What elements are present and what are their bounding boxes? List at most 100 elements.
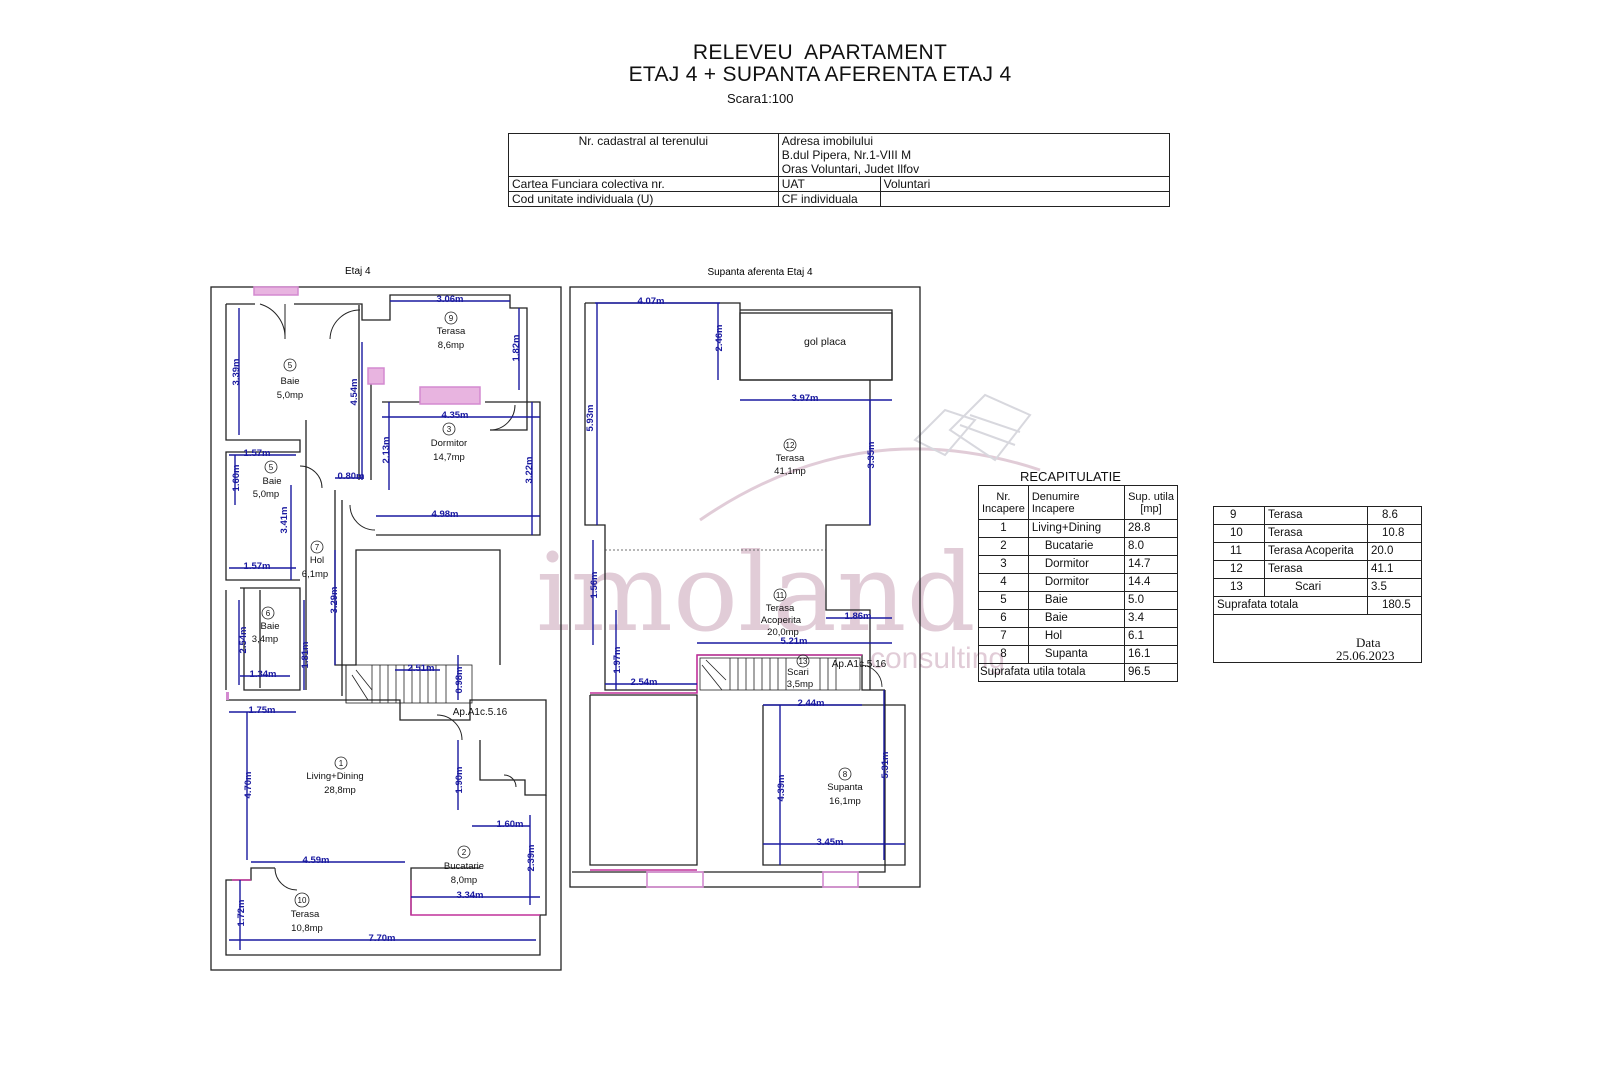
imoland-watermark: imoland consulting xyxy=(536,393,1041,675)
plan-right-dimension-lines xyxy=(592,302,905,865)
svg-text:Dormitor: Dormitor xyxy=(431,438,467,449)
svg-text:1.60m: 1.60m xyxy=(231,465,242,492)
address-line-1: B.dul Pipera, Nr.1-VIII M xyxy=(781,148,912,162)
svg-text:5,0mp: 5,0mp xyxy=(253,489,279,500)
room-label-2: 2 Bucatarie 8,0mp xyxy=(444,845,484,886)
drawing-title: RELEVEU APARTAMENT ETAJ 4 + SUPANTA AFER… xyxy=(540,42,1100,86)
svg-text:5.21m: 5.21m xyxy=(781,636,808,647)
svg-text:Terasa: Terasa xyxy=(437,326,466,337)
recap-table: Nr. Incapere Denumire Incapere Sup. util… xyxy=(977,485,1178,682)
svg-text:3.22m: 3.22m xyxy=(524,457,535,484)
svg-text:4.35m: 4.35m xyxy=(442,410,469,421)
cf-colectiva-label: Cartea Funciara colectiva nr. xyxy=(508,176,779,192)
svg-text:8: 8 xyxy=(843,770,848,779)
svg-text:1.34m: 1.34m xyxy=(250,669,277,680)
svg-text:2.54m: 2.54m xyxy=(238,627,249,654)
svg-text:3.39m: 3.39m xyxy=(231,359,242,386)
svg-text:2.46m: 2.46m xyxy=(714,325,725,352)
cadastral-info-table: Nr. cadastral al terenului Adresa imobil… xyxy=(508,133,1171,207)
svg-text:Terasa: Terasa xyxy=(291,909,320,920)
svg-text:Baie: Baie xyxy=(262,476,281,487)
room-label-4: 5 Baie 5,0mp xyxy=(277,358,303,401)
svg-text:3.35m: 3.35m xyxy=(866,442,877,469)
svg-text:3.34m: 3.34m xyxy=(457,890,484,901)
svg-text:1.90m: 1.90m xyxy=(454,767,465,794)
svg-text:1.82m: 1.82m xyxy=(511,335,522,362)
svg-text:4.07m: 4.07m xyxy=(638,296,665,307)
svg-text:Bucatarie: Bucatarie xyxy=(444,861,484,872)
svg-text:3,5mp: 3,5mp xyxy=(787,679,813,690)
svg-text:3: 3 xyxy=(447,425,452,434)
svg-text:1.56m: 1.56m xyxy=(589,572,600,599)
plan-left-stairs xyxy=(345,664,473,704)
svg-text:7.70m: 7.70m xyxy=(369,933,396,944)
svg-text:20,0mp: 20,0mp xyxy=(767,627,799,638)
room-label-11: 11 Terasa Acoperita 20,0mp xyxy=(761,588,802,638)
svg-text:1.60m: 1.60m xyxy=(497,819,524,830)
plan-right-highlight xyxy=(590,654,862,888)
svg-text:4.54m: 4.54m xyxy=(349,379,360,406)
svg-text:9: 9 xyxy=(449,314,454,323)
room-label-12: 12 Terasa 41,1mp xyxy=(774,438,806,477)
plan-right-label: Supanta aferenta Etaj 4 xyxy=(707,267,813,278)
svg-text:2: 2 xyxy=(462,848,467,857)
svg-text:8,6mp: 8,6mp xyxy=(438,340,464,351)
recap-title: RECAPITULATIE xyxy=(1020,469,1121,484)
gol-placa-label: gol placa xyxy=(804,336,846,348)
svg-text:10: 10 xyxy=(298,896,307,905)
svg-text:1.57m: 1.57m xyxy=(244,561,271,572)
svg-text:1.81m: 1.81m xyxy=(300,642,311,669)
cf-individuala-label: CF individuala xyxy=(777,191,881,207)
plan-left-highlight xyxy=(226,286,540,916)
plan-left-dimension-labels: 3.06m 1.82m 3.39m 4.54m 4.35m 2.13m 3.22… xyxy=(231,294,537,944)
title-line-2: ETAJ 4 + SUPANTA AFERENTA ETAJ 4 xyxy=(628,63,1012,86)
svg-text:Hol: Hol xyxy=(310,555,324,566)
svg-text:14,7mp: 14,7mp xyxy=(433,452,465,463)
address-line-2: Oras Voluntari, Judet Ilfov xyxy=(781,162,920,176)
room-label-10: 10 Terasa 10,8mp xyxy=(291,892,323,934)
svg-text:5,0mp: 5,0mp xyxy=(277,390,303,401)
svg-text:11: 11 xyxy=(776,591,785,600)
svg-text:3,4mp: 3,4mp xyxy=(252,634,278,645)
svg-text:13: 13 xyxy=(799,657,808,666)
svg-text:3.41m: 3.41m xyxy=(279,507,290,534)
title-line-1: RELEVEU APARTAMENT xyxy=(692,41,948,64)
address-label: Adresa imobilului xyxy=(777,133,1171,148)
svg-text:1.97m: 1.97m xyxy=(612,647,623,674)
svg-text:12: 12 xyxy=(786,441,795,450)
date-value: 25.06.2023 xyxy=(1336,648,1395,663)
svg-text:2.39m: 2.39m xyxy=(526,845,537,872)
svg-text:1: 1 xyxy=(339,759,344,768)
ap-label-left: Ap.A1c.5.16 xyxy=(453,707,508,718)
cf-individuala-value xyxy=(879,191,1171,207)
plan-left-label: Etaj 4 xyxy=(345,266,371,277)
svg-text:1.72m: 1.72m xyxy=(236,900,247,927)
svg-text:0.98m: 0.98m xyxy=(454,667,465,694)
svg-text:6,1mp: 6,1mp xyxy=(302,569,328,580)
svg-text:Baie: Baie xyxy=(260,621,279,632)
plan-left-doors xyxy=(259,303,517,891)
svg-text:Supanta: Supanta xyxy=(827,782,863,793)
svg-text:6: 6 xyxy=(266,609,271,618)
plan-left-walls xyxy=(210,286,562,971)
plan-left-dimension-lines xyxy=(229,300,540,950)
room-label-8: 8 Supanta 16,1mp xyxy=(827,767,863,807)
svg-text:3.06m: 3.06m xyxy=(437,294,464,305)
svg-text:0.80m: 0.80m xyxy=(338,471,365,482)
plan-right-dimension-labels: 4.07m 2.46m 3.97m 5.93m 3.35m 1.56m 1.86… xyxy=(585,296,891,848)
ap-label-right: Ap.A1c.5.16 xyxy=(832,659,887,670)
svg-text:1.57m: 1.57m xyxy=(244,448,271,459)
room-label-9: 9 Terasa 8,6mp xyxy=(437,311,466,351)
svg-text:8,0mp: 8,0mp xyxy=(451,875,477,886)
